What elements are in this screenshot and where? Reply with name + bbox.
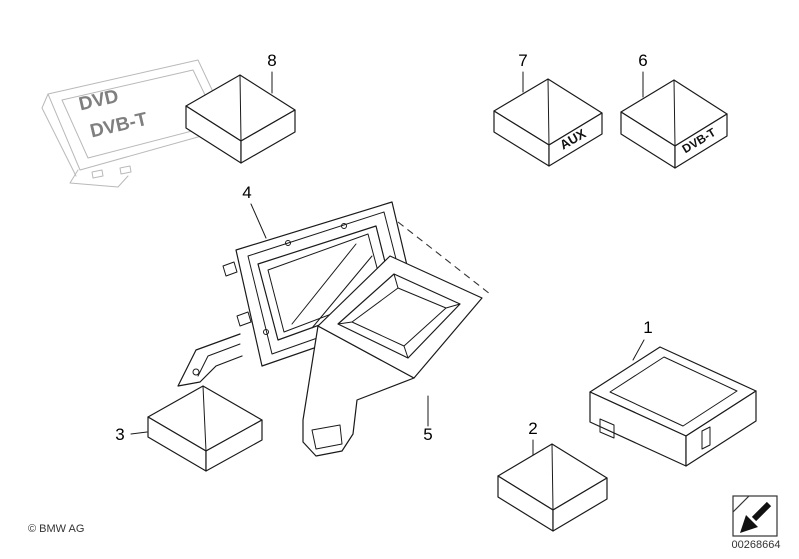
callout-5-number[interactable]: 5 (423, 425, 432, 444)
box-right-face (240, 109, 296, 164)
module-top-inset-panel (609, 356, 738, 427)
box-seam (673, 79, 676, 147)
callout-8-number[interactable]: 8 (267, 51, 276, 70)
mount-bracket (177, 333, 243, 387)
glass-reflection-2 (311, 255, 373, 329)
icon-arrow-head (740, 515, 758, 533)
part-8-carton[interactable] (185, 74, 296, 164)
box-right-face (205, 419, 263, 472)
callout-7-number[interactable]: 7 (518, 51, 527, 70)
drawing-number: 00268664 (732, 539, 781, 551)
sketch-connector-1 (91, 169, 104, 179)
module-connector-square (599, 418, 615, 439)
depth-line-4 (403, 345, 409, 359)
assembly-dashed-line (397, 221, 491, 295)
bracket-hole (192, 368, 200, 376)
part-1-control-module[interactable] (589, 346, 757, 467)
callout-1[interactable]: 1 (632, 318, 653, 361)
callout-2[interactable]: 2 (528, 419, 538, 456)
screw-hole-2 (341, 223, 347, 229)
glass-reflection-1 (291, 243, 357, 325)
screw-hole-4 (263, 329, 269, 335)
sketch-connector-2 (119, 165, 132, 175)
callout-3[interactable]: 3 (115, 425, 148, 444)
depth-line-2 (393, 273, 399, 289)
box-right-face (552, 477, 608, 532)
copyright-text: © BMW AG (28, 523, 84, 535)
depth-line-3 (445, 303, 461, 309)
box-right-face (674, 113, 728, 169)
part-2-carton[interactable] (497, 443, 608, 532)
callout-1-number[interactable]: 1 (643, 318, 652, 337)
mount-tab-2 (236, 311, 252, 327)
module-right-face (685, 390, 757, 467)
box-seam (551, 443, 554, 511)
box-right-face (548, 112, 603, 167)
callout-3-number[interactable]: 3 (115, 425, 124, 444)
callout-7[interactable]: 7 (518, 51, 528, 93)
callout-6-number[interactable]: 6 (638, 51, 647, 70)
box-seam (547, 78, 550, 146)
sketch-base-plate (69, 169, 129, 188)
depth-line-1 (337, 321, 353, 325)
icon-arrow-shaft (751, 501, 772, 522)
sketch-side-edge (41, 93, 77, 177)
box-seam (239, 74, 242, 142)
part-7-carton-aux[interactable]: AUX (493, 78, 603, 167)
sketch-label-dvbt: DVB-T (88, 109, 150, 143)
callout-4-number[interactable]: 4 (242, 183, 251, 202)
part-3-carton[interactable] (147, 385, 263, 472)
hotspot-arrow-icon (732, 495, 778, 537)
part-6-carton-dvbt[interactable]: DVB-T (620, 79, 728, 169)
sketch-label-dvd: DVD (77, 86, 121, 115)
screw-hole-1 (285, 240, 291, 246)
callout-1-leader (632, 339, 645, 361)
mount-tab-1 (222, 261, 238, 277)
part-5-housing[interactable] (302, 255, 483, 457)
mount-bracket-edge (197, 343, 241, 377)
callout-5[interactable]: 5 (423, 395, 433, 444)
callout-8[interactable]: 8 (267, 51, 277, 94)
callout-4-leader (250, 203, 267, 239)
housing-body (302, 325, 415, 457)
callout-3-leader (130, 431, 148, 435)
callout-6[interactable]: 6 (638, 51, 648, 98)
icon-fold-line (732, 495, 750, 513)
callout-2-number[interactable]: 2 (528, 419, 537, 438)
housing-foot-detail (311, 424, 343, 450)
box-seam (202, 385, 207, 452)
callout-4[interactable]: 4 (242, 183, 267, 239)
module-connector-slot (701, 426, 711, 450)
